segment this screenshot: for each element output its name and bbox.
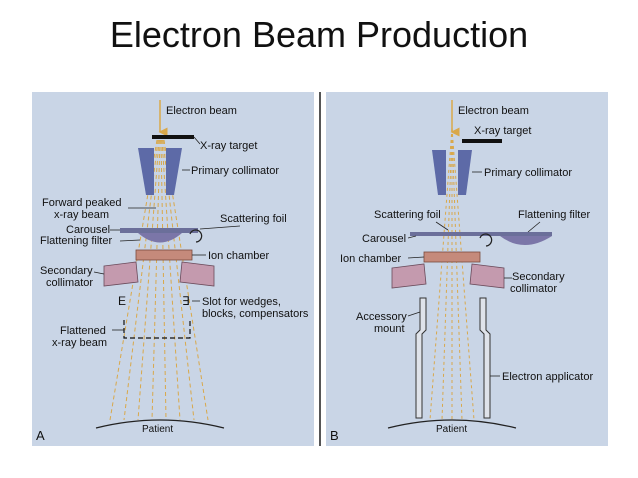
panel-a-slot-right-icon: ∃ [182,294,190,308]
panel-a-label-secondary-2: collimator [46,277,93,289]
panel-a-label-flattened-1: Flattened [60,325,106,337]
panel-a-label-electron-beam: Electron beam [166,105,237,117]
panel-b-primary-collimator-right [458,150,472,195]
panel-b-label-carousel: Carousel [362,233,406,245]
panel-b-label-ion-chamber: Ion chamber [340,253,401,265]
panel-b-label-flattening-filter: Flattening filter [518,209,590,221]
panel-b-background [326,92,608,446]
panel-b-patient-surface [387,419,517,429]
panel-b-ion-chamber [423,251,481,263]
panel-b-electron-fan [429,127,475,421]
panel-a-flattening-filter [138,233,182,243]
panel-a-ion-chamber [135,249,193,261]
panel-a-rotation-icon [189,229,203,243]
panel-b-applicator-right [479,297,491,419]
panel-b-label-accessory-1: Accessory [356,311,407,323]
panel-b-secondary-collimator-left [391,263,427,289]
slide-title: Electron Beam Production [109,14,529,55]
panel-a-xray-target [152,135,194,139]
panel-a-secondary-collimator-right [179,261,215,287]
panel-b-label-electron-applicator: Electron applicator [502,371,593,383]
panel-b-primary-collimator-left [432,150,446,195]
panel-a-letter: A [36,428,45,443]
panel-a-slot-left-icon: E [118,294,126,308]
panel-a-label-scattering-foil: Scattering foil [220,213,287,225]
panel-a-label-xray-target: X-ray target [200,140,257,152]
panel-a-label-slot-1: Slot for wedges, [202,296,281,308]
panel-b-secondary-collimator-right [469,263,505,289]
panel-a-label-patient: Patient [142,424,173,435]
panel-b-label-patient: Patient [436,424,467,435]
panel-a-label-forward-peaked-1: Forward peaked [42,197,122,209]
panel-b-flattening-filter [500,236,552,245]
panel-b-rotation-icon [479,233,493,247]
panel-a-label-primary-collimator: Primary collimator [191,165,279,177]
panel-a-label-flattening-filter: Flattening filter [40,235,112,247]
panel-a-label-forward-peaked-2: x-ray beam [54,209,109,221]
panel-b-label-secondary-2: collimator [510,283,557,295]
panel-b-letter: B [330,428,339,443]
panel-a-primary-collimator-left [138,148,154,195]
panel-a-label-slot-2: blocks, compensators [202,308,309,320]
panel-a-label-flattened-2: x-ray beam [52,337,107,349]
panel-a: Electron beam X-ray target Primary colli… [32,92,314,446]
panel-b-applicator-left [415,297,427,419]
panel-b-label-secondary-1: Secondary [512,271,565,283]
panel-a-flattened-profile [123,320,191,339]
panel-b-xray-target [462,139,502,143]
panel-a-secondary-collimator-left [103,261,139,287]
panel-b-label-xray-target: X-ray target [474,125,531,137]
panel-a-patient-surface [95,419,225,429]
panel-b-label-scattering-foil: Scattering foil [374,209,441,221]
panel-a-label-carousel: Carousel [66,224,110,236]
panel-a-label-ion-chamber: Ion chamber [208,250,269,262]
panel-b: Electron beam X-ray target Primary colli… [326,92,608,446]
panel-a-carousel [120,228,198,233]
panel-b-carousel [410,232,552,236]
panel-b-label-primary-collimator: Primary collimator [484,167,572,179]
panel-b-label-accessory-2: mount [374,323,405,335]
panel-a-label-secondary-1: Secondary [40,265,93,277]
panel-b-label-electron-beam: Electron beam [458,105,529,117]
panel-a-primary-collimator-right [166,148,182,195]
